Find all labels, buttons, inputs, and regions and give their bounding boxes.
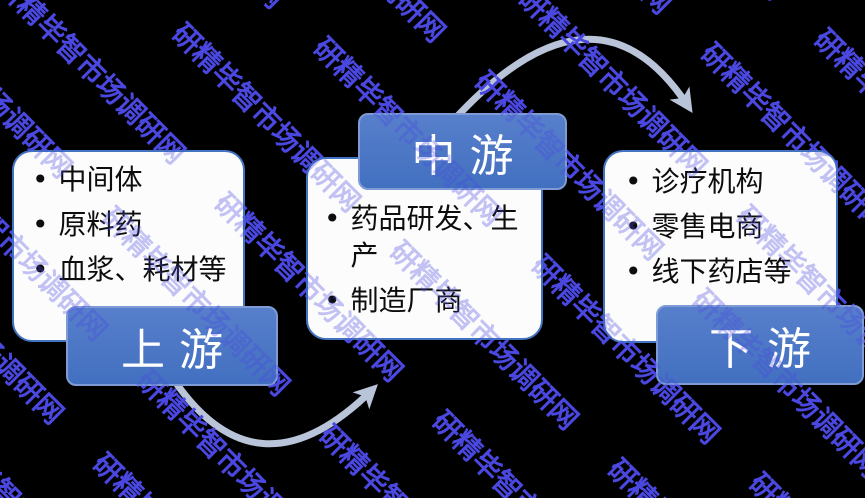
downstream-item-list: 诊疗机构 零售电商 线下药店等 [605, 152, 836, 291]
list-item: 血浆、耗材等 [32, 252, 235, 289]
arrow-upstream-to-midstream [167, 372, 378, 448]
downstream-label: 下游 [656, 305, 864, 385]
upstream-item-list: 中间体 原料药 血浆、耗材等 [14, 152, 243, 289]
midstream-item-list: 药品研发、生产 制造厂商 [308, 159, 541, 320]
list-item: 中间体 [32, 162, 235, 199]
list-item: 原料药 [32, 207, 235, 244]
list-item: 药品研发、生产 [324, 201, 533, 275]
list-item: 零售电商 [625, 209, 828, 246]
midstream-label: 中游 [358, 113, 567, 190]
list-item: 诊疗机构 [625, 164, 828, 201]
list-item: 线下药店等 [625, 254, 828, 291]
upstream-label: 上游 [66, 306, 278, 386]
list-item: 制造厂商 [324, 283, 533, 320]
arrow-midstream-to-downstream [449, 35, 693, 125]
upstream-box: 中间体 原料药 血浆、耗材等 [12, 150, 245, 342]
